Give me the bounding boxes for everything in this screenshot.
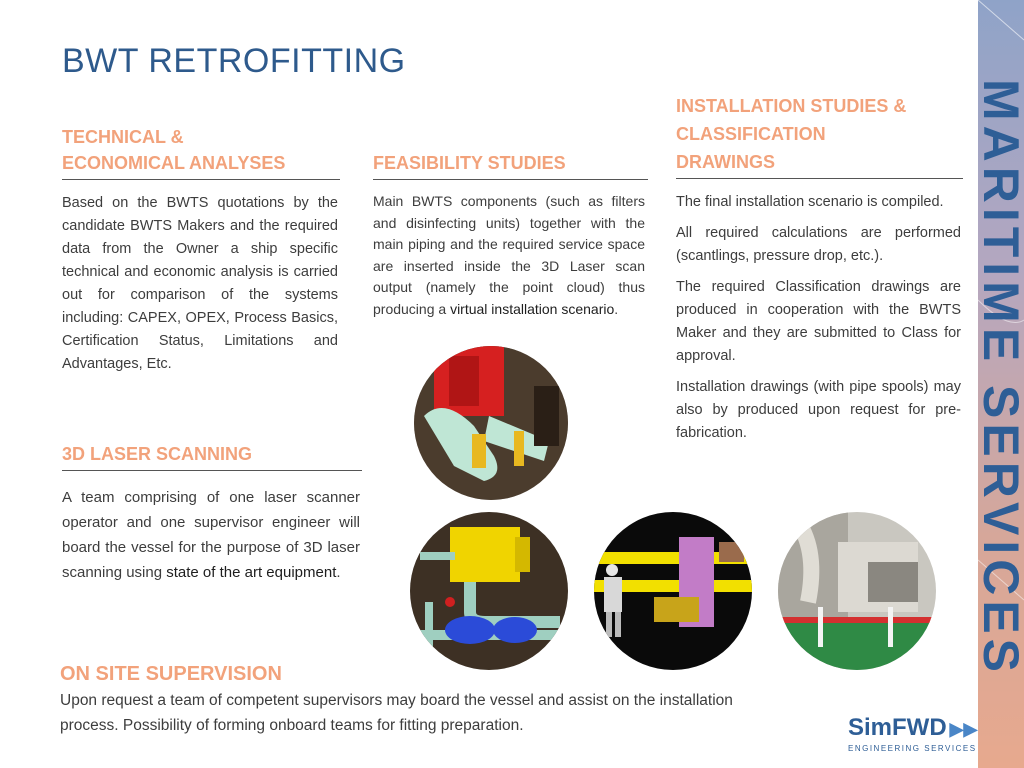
laser-scanning-text: A team comprising of one laser scanner o… <box>62 485 360 585</box>
feasibility-studies-text: Main BWTS components (such as filters an… <box>373 191 645 320</box>
heading-line: DRAWINGS <box>676 152 775 172</box>
laser-text-emphasis: state of the art equipment <box>166 564 337 581</box>
point-cloud-piping-image <box>414 346 568 500</box>
divider <box>62 179 340 180</box>
feasibility-text-suffix: . <box>614 300 619 317</box>
scan-operator-image <box>594 512 752 670</box>
installation-paragraph: Installation drawings (with pipe spools)… <box>676 379 961 441</box>
maritime-services-text: MARITIME SERVICES <box>978 78 1024 678</box>
supervision-text: Upon request a team of competent supervi… <box>60 692 733 734</box>
laser-text-prefix: A team comprising of one laser scanner o… <box>62 489 360 581</box>
divider <box>676 178 963 179</box>
installation-paragraph: All required calculations are performed … <box>676 225 961 264</box>
laser-scanning-heading: 3D LASER SCANNING <box>62 444 253 464</box>
logo-tagline: ENGINEERING SERVICES <box>848 744 977 753</box>
installation-paragraph: The final installation scenario is compi… <box>676 194 944 210</box>
logo-name: SimFWD <box>848 714 947 741</box>
heading-line: CLASSIFICATION <box>676 124 826 144</box>
banner-decoration <box>978 0 1024 601</box>
installation-studies-heading: INSTALLATION STUDIES & CLASSIFICATION DR… <box>676 92 964 176</box>
feasibility-text-prefix: Main BWTS components (such as filters an… <box>373 193 645 317</box>
company-logo: SimFWD▶▶ ENGINEERING SERVICES <box>848 716 978 758</box>
installation-studies-text: The final installation scenario is compi… <box>676 191 961 445</box>
engine-room-image <box>778 512 936 670</box>
heading-line: TECHNICAL & <box>62 127 184 147</box>
side-banner: MARITIME SERVICES <box>978 0 1024 768</box>
laser-text-suffix: . <box>336 564 341 581</box>
supervision-heading: ON SITE SUPERVISION <box>60 663 282 685</box>
logo-arrows-icon: ▶▶ <box>949 719 978 739</box>
divider <box>373 179 648 180</box>
bwts-unit-image <box>410 512 568 670</box>
page-title: BWT RETROFITTING <box>62 42 406 80</box>
feasibility-text-emphasis: virtual installation scenario <box>450 300 615 317</box>
logo-wordmark: SimFWD▶▶ <box>848 716 978 741</box>
heading-line: ECONOMICAL ANALYSES <box>62 153 286 173</box>
technical-analyses-heading: TECHNICAL & ECONOMICAL ANALYSES <box>62 124 342 176</box>
divider <box>62 470 362 471</box>
technical-analyses-text: Based on the BWTS quotations by the cand… <box>62 195 338 372</box>
heading-line: INSTALLATION STUDIES & <box>676 96 907 116</box>
feasibility-studies-heading: FEASIBILITY STUDIES <box>373 153 566 173</box>
installation-paragraph: The required Classification drawings are… <box>676 279 961 364</box>
